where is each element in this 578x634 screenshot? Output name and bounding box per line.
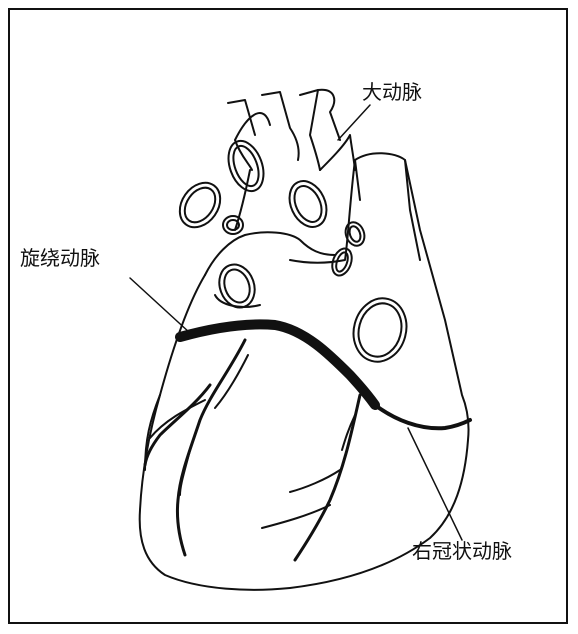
right-coronary-artery [375, 405, 470, 428]
branch-vessel-2 [145, 385, 210, 465]
vessel-ring-7 [329, 246, 355, 278]
vessel-ring-6-inner [348, 225, 363, 243]
pulmonary-trunk [355, 160, 420, 260]
branch-vessel-6 [290, 470, 340, 492]
leader-line-circumflex [130, 278, 190, 333]
aorta-branches [235, 90, 320, 170]
label-circumflex-artery: 旋绕动脉 [20, 248, 100, 268]
leader-line-right-coronary [408, 428, 462, 540]
vessel-ring-1-inner [228, 143, 263, 190]
vessel-ring-5 [214, 260, 261, 313]
branch-vessel-1 [177, 340, 245, 555]
vessel-ring-2 [171, 175, 228, 235]
vessel-ring-3-inner [289, 182, 327, 227]
circumflex-artery [180, 324, 375, 405]
label-aorta: 大动脉 [362, 82, 422, 102]
vessel-ring-8-inner [353, 298, 408, 361]
label-right-coronary-artery: 右冠状动脉 [412, 541, 512, 561]
leader-line-aorta [338, 105, 370, 140]
branch-vessel-7 [262, 505, 330, 528]
vessel-ring-2-inner [178, 182, 221, 228]
aorta-right-branch [318, 90, 340, 140]
vessel-ring-3 [282, 175, 333, 233]
